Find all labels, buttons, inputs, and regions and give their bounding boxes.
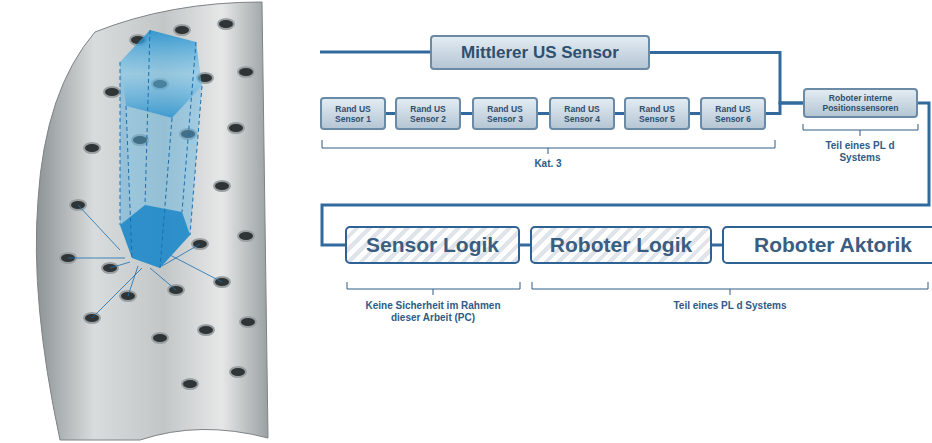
position-sensor-box: Roboter interne Positionssensoren <box>803 88 918 118</box>
node-text: Rand US Sensor 2 <box>400 104 456 124</box>
node-text: Roboter Aktorik <box>754 233 912 257</box>
bracket-label: Teil eines PL d Systems <box>655 300 805 312</box>
edge-sensor-box: Rand US Sensor 6 <box>700 97 766 130</box>
logic-box: Sensor Logik <box>345 226 520 264</box>
connector-line <box>615 112 624 115</box>
bracket <box>322 124 928 295</box>
main-sensor-box: Mittlerer US Sensor <box>430 35 650 70</box>
connector-line <box>690 112 700 115</box>
connector-line <box>461 112 472 115</box>
connector-line <box>766 103 803 114</box>
node-text: Roboter Logik <box>550 233 692 257</box>
edge-sensor-box: Rand US Sensor 4 <box>549 97 615 130</box>
connector-line <box>538 112 549 115</box>
edge-sensor-box: Rand US Sensor 1 <box>320 97 386 130</box>
node-text: Sensor Logik <box>366 233 499 257</box>
node-text: Rand US Sensor 3 <box>477 104 533 124</box>
connector-line <box>520 244 530 247</box>
node-text: Roboter interne Positionssensoren <box>808 93 913 113</box>
edge-sensor-box: Rand US Sensor 3 <box>472 97 538 130</box>
node-text: Mittlerer US Sensor <box>461 43 619 63</box>
connector-line <box>650 53 803 104</box>
actuator-box: Roboter Aktorik <box>722 226 932 264</box>
bracket-label: Teil eines PL d Systems <box>805 140 915 164</box>
edge-sensor-box: Rand US Sensor 2 <box>395 97 461 130</box>
node-text: Rand US Sensor 1 <box>325 104 381 124</box>
edge-sensor-box: Rand US Sensor 5 <box>624 97 690 130</box>
bracket-label: Keine Sicherheit im Rahmen dieser Arbeit… <box>358 300 508 324</box>
bus-stub <box>320 51 432 54</box>
logic-box: Roboter Logik <box>530 226 712 264</box>
node-text: Rand US Sensor 5 <box>629 104 685 124</box>
connector-line <box>712 244 722 247</box>
bracket-label: Kat. 3 <box>488 158 608 170</box>
connector-line <box>386 112 395 115</box>
node-text: Rand US Sensor 4 <box>554 104 610 124</box>
node-text: Rand US Sensor 6 <box>705 104 761 124</box>
